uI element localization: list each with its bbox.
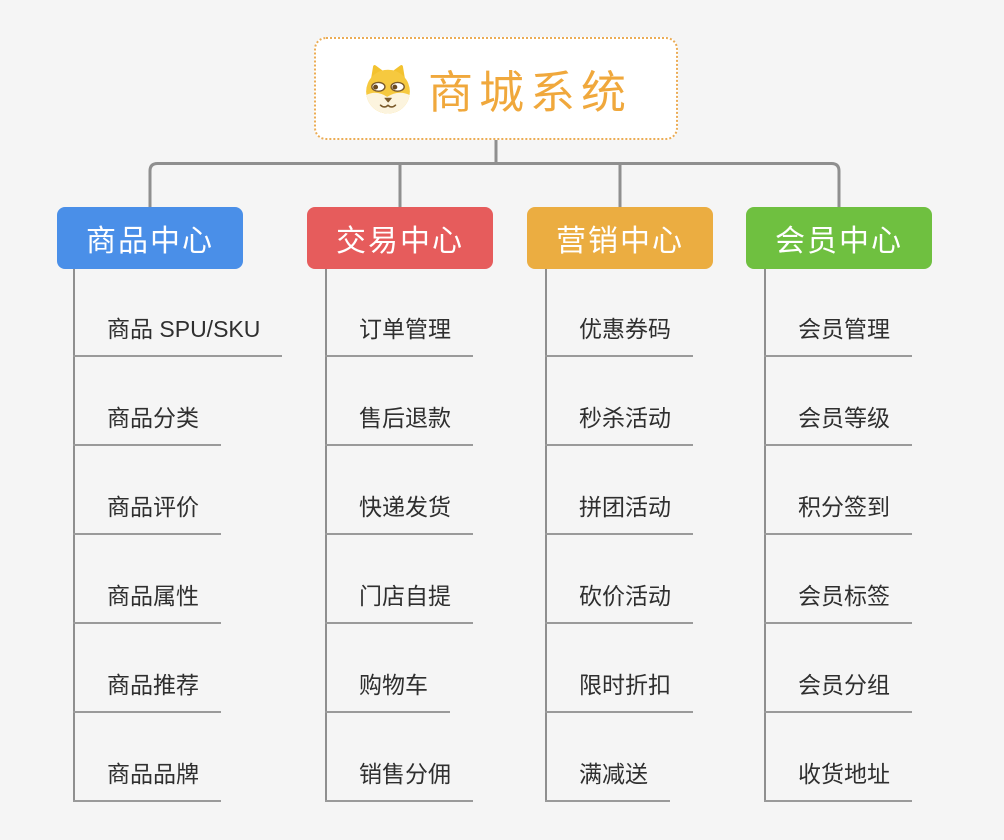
leaf-topic[interactable]: 积分签到	[764, 487, 912, 535]
marketing-center-children: 优惠券码 秒杀活动 拼团活动 砍价活动 限时折扣 满减送	[545, 269, 795, 802]
leaf-topic[interactable]: 满减送	[545, 754, 670, 802]
leaf-topic[interactable]: 售后退款	[325, 398, 473, 446]
leaf-topic[interactable]: 限时折扣	[545, 665, 693, 713]
leaf-topic[interactable]: 商品推荐	[73, 665, 221, 713]
branch-node-member-center[interactable]: 会员中心	[746, 207, 932, 269]
leaf-topic[interactable]: 优惠券码	[545, 309, 693, 357]
leaf-topic[interactable]: 商品 SPU/SKU	[73, 309, 283, 357]
member-center-children: 会员管理 会员等级 积分签到 会员标签 会员分组 收货地址	[764, 269, 1004, 802]
leaf-topic[interactable]: 商品分类	[73, 398, 221, 446]
branch-node-marketing-center[interactable]: 营销中心	[527, 207, 713, 269]
leaf-topic[interactable]: 快递发货	[325, 487, 473, 535]
leaf-topic[interactable]: 商品品牌	[73, 754, 221, 802]
leaf-topic[interactable]: 拼团活动	[545, 487, 693, 535]
shiba-dog-icon	[360, 62, 416, 116]
trade-center-children: 订单管理 售后退款 快递发货 门店自提 购物车 销售分佣	[325, 269, 575, 802]
leaf-topic[interactable]: 会员分组	[764, 665, 912, 713]
leaf-topic[interactable]: 收货地址	[764, 754, 912, 802]
product-center-children: 商品 SPU/SKU 商品分类 商品评价 商品属性 商品推荐 商品品牌	[73, 269, 323, 802]
leaf-topic[interactable]: 购物车	[325, 665, 450, 713]
leaf-topic[interactable]: 销售分佣	[325, 754, 473, 802]
leaf-topic[interactable]: 砍价活动	[545, 576, 693, 624]
branch-bracket-line	[148, 162, 841, 208]
root-topic[interactable]: 商城系统	[314, 37, 678, 140]
leaf-topic[interactable]: 商品属性	[73, 576, 221, 624]
branch-node-product-center[interactable]: 商品中心	[57, 207, 243, 269]
root-title: 商城系统	[427, 67, 632, 118]
leaf-topic[interactable]: 会员管理	[764, 309, 912, 357]
leaf-topic[interactable]: 会员等级	[764, 398, 912, 446]
branch-node-trade-center[interactable]: 交易中心	[307, 207, 493, 269]
leaf-topic[interactable]: 秒杀活动	[545, 398, 693, 446]
leaf-topic[interactable]: 订单管理	[325, 309, 473, 357]
leaf-topic[interactable]: 门店自提	[325, 576, 473, 624]
leaf-topic[interactable]: 会员标签	[764, 576, 912, 624]
leaf-topic[interactable]: 商品评价	[73, 487, 221, 535]
